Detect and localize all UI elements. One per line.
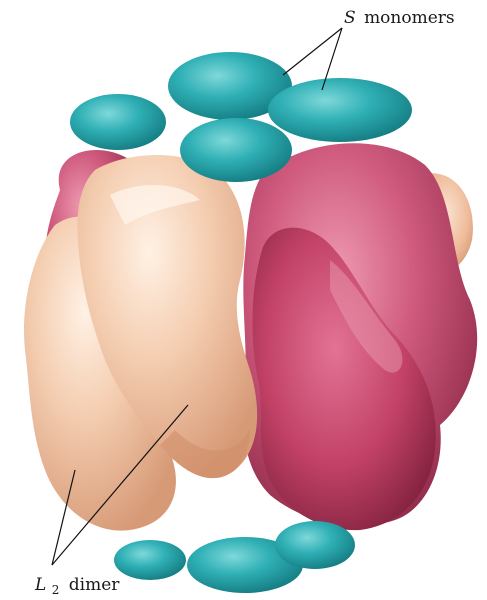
s-monomer-bottom-left — [114, 540, 186, 580]
s-monomers-label: S monomers — [344, 8, 455, 28]
l2-dimer-letter: L — [34, 575, 46, 595]
l-subunits-right — [243, 143, 477, 530]
s-monomer-back-right — [268, 78, 412, 142]
s-monomers-text: monomers — [364, 8, 455, 28]
s-monomer-bottom-right — [275, 521, 355, 569]
l2-dimer-label: L 2 dimer — [34, 575, 120, 599]
s-monomers-letter: S — [344, 8, 356, 28]
s-monomer-back-left — [70, 94, 166, 150]
l2-dimer-text: dimer — [69, 575, 121, 595]
s-monomer-ring-bottom — [114, 521, 355, 593]
l2-dimer-subscript: 2 — [52, 583, 60, 597]
s-monomers-leader-left — [283, 28, 342, 75]
s-monomer-front-top — [180, 118, 292, 182]
